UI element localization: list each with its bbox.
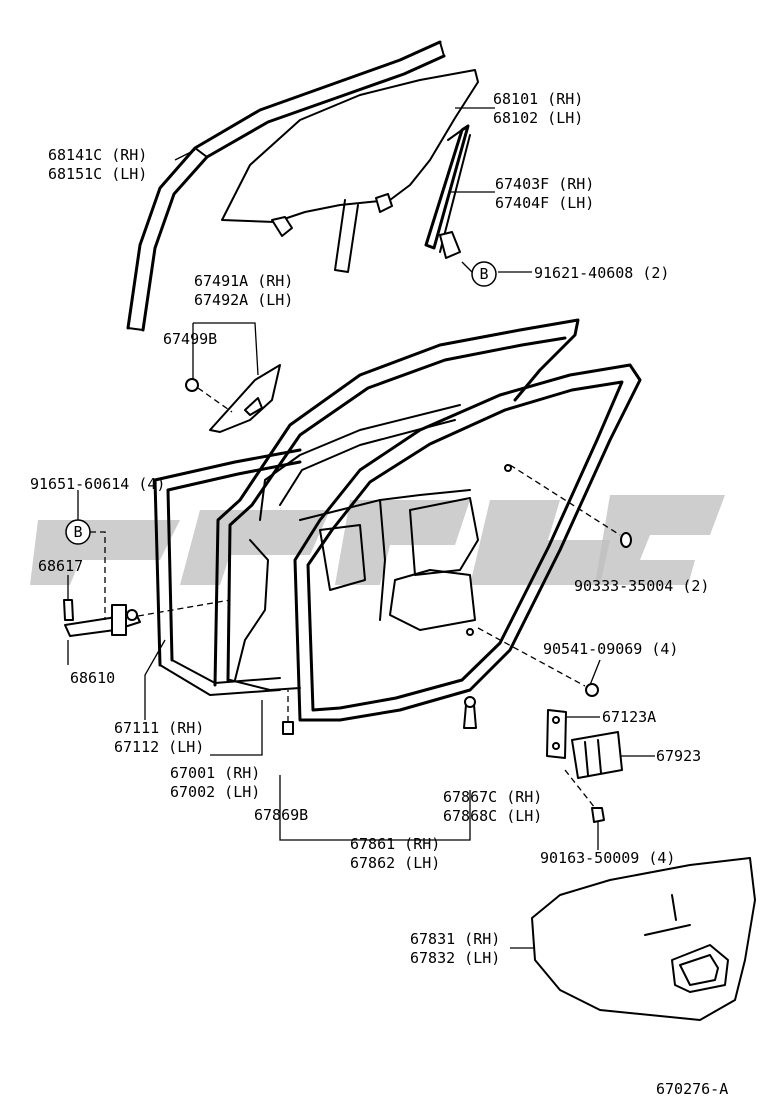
label-67868c: 67868C (LH) (443, 807, 542, 825)
callout-b-text: B (479, 265, 488, 283)
door-trim-panel (531, 857, 756, 1021)
label-91651: 91651-60614 (4) (30, 475, 165, 493)
label-67923: 67923 (656, 747, 701, 765)
door-opening-seal (293, 363, 642, 722)
clips (282, 464, 632, 735)
label-67404f: 67404F (LH) (495, 194, 594, 212)
label-68151c: 68151C (LH) (48, 165, 147, 183)
label-68610: 68610 (70, 669, 115, 687)
label-67403f: 67403F (RH) (495, 175, 594, 193)
label-67002: 67002 (LH) (170, 783, 260, 801)
label-68102: 68102 (LH) (493, 109, 583, 127)
label-90541: 90541-09069 (4) (543, 640, 678, 658)
door-hinge (63, 599, 231, 637)
label-68101: 68101 (RH) (493, 90, 583, 108)
callout-b-text: B (73, 523, 82, 541)
label-90163: 90163-50009 (4) (540, 849, 675, 867)
label-67491a: 67491A (RH) (194, 272, 293, 290)
diagram-id: 670276-A (656, 1080, 728, 1098)
label-67001: 67001 (RH) (170, 764, 260, 782)
label-67112: 67112 (LH) (114, 738, 204, 756)
label-67861: 67861 (RH) (350, 835, 440, 853)
callout-b-top: B (471, 261, 497, 287)
rear-lower-sash (424, 124, 471, 259)
leader-lines (67, 107, 655, 949)
door-glass (221, 69, 479, 273)
label-67123a: 67123A (602, 708, 656, 726)
label-67862: 67862 (LH) (350, 854, 440, 872)
label-67492a: 67492A (LH) (194, 291, 293, 309)
label-67867c: 67867C (RH) (443, 788, 542, 806)
label-67832: 67832 (LH) (410, 949, 500, 967)
callout-b-left: B (65, 519, 91, 545)
door-glass-run (126, 40, 446, 332)
label-67499b: 67499B (163, 330, 217, 348)
label-67831: 67831 (RH) (410, 930, 500, 948)
label-90333: 90333-35004 (2) (574, 577, 709, 595)
mirror-corner-garnish (185, 364, 281, 433)
label-68617: 68617 (38, 557, 83, 575)
label-67869b: 67869B (254, 806, 308, 824)
label-67111: 67111 (RH) (114, 719, 204, 737)
label-68141c: 68141C (RH) (48, 146, 147, 164)
door-panel (213, 318, 580, 691)
label-91621: 91621-40608 (2) (534, 264, 669, 282)
door-check (546, 709, 623, 823)
part-labels: 68101 (RH) 68102 (LH) 68141C (RH) 68151C… (30, 90, 728, 1098)
